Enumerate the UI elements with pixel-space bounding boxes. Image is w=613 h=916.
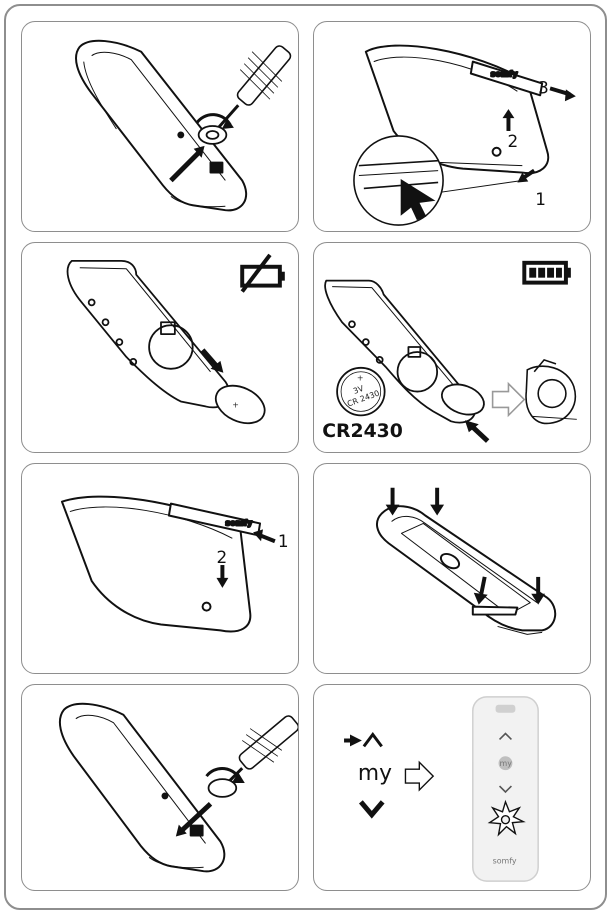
sun-burst-icon [487,799,526,837]
remote-internals [66,259,231,409]
down-arrow-icon [358,800,385,819]
hollow-arrow-icon [404,760,435,792]
remote-my-button [498,756,513,771]
step-4-insert-battery-panel: + 3V CR 2430 CR2430 [313,242,591,453]
coin-voltage: 3V [352,384,365,396]
step-2-open-cover-panel: somfy 1 2 3 [313,21,591,232]
cover-brand: somfy [225,518,253,527]
remote-down-button [498,785,512,794]
step-7-screw-back-panel [21,684,299,891]
step-7-illustration [58,702,298,873]
step-2-illustration: somfy 1 2 3 [353,44,576,226]
remote-housing-open: somfy [60,495,262,633]
remote-window [495,704,516,713]
cover-brand: somfy [491,69,519,78]
remote-my-text: my [500,759,513,768]
remote-internals [324,279,476,424]
press-arrows [385,487,546,605]
battery-holder-detail [525,358,577,425]
arrow-icon [169,145,205,183]
svg-text:+: + [357,374,364,383]
coin-battery-icon: + [214,384,266,425]
step-label-2: 2 [216,547,227,567]
step-label-3: 3 [538,77,549,97]
step-8-test-remote-panel: my my somfy [313,684,591,891]
remote-brand: somfy [493,856,517,865]
up-arrow-icon [344,732,383,748]
zoom-lens [353,135,523,226]
step-1-unscrew-panel [21,21,299,232]
numbered-arrows [216,529,276,588]
step-1-illustration [75,39,292,212]
step-6-illustration [376,487,557,635]
screwdriver-icon [214,45,292,132]
step-label-1: 1 [278,531,289,551]
remote-up-button [498,732,512,741]
numbered-arrows [502,86,576,183]
step-8-illustration: my my somfy [344,696,539,882]
remote-control: my somfy [472,696,539,882]
step-4-illustration: + 3V CR 2430 CR2430 [322,260,577,443]
arrow-icon [175,802,213,837]
step-label-2: 2 [507,131,518,151]
my-label: my [358,761,392,786]
arrow-icon [464,420,490,443]
battery-model-label: CR2430 [322,421,403,442]
screw-icon [195,113,234,145]
step-label-1: 1 [535,189,546,209]
coin-battery-in-slot [440,383,485,416]
coin-battery-icon: + 3V CR 2430 [336,366,386,417]
hollow-arrow-icon [491,381,526,418]
remote-back-housing [75,39,248,212]
battery-full-icon [522,260,571,285]
battery-empty-icon [240,253,285,293]
remote-front [376,505,557,635]
svg-text:+: + [232,400,239,409]
step-5-illustration: somfy 1 2 [60,495,289,633]
step-5-close-cover-panel: somfy 1 2 [21,463,299,674]
step-6-snap-closed-panel [313,463,591,674]
remote-back-housing [58,702,226,873]
screw-rotate-icon [205,766,245,798]
step-3-remove-battery-panel: + [21,242,299,453]
step-3-illustration: + [66,253,285,425]
